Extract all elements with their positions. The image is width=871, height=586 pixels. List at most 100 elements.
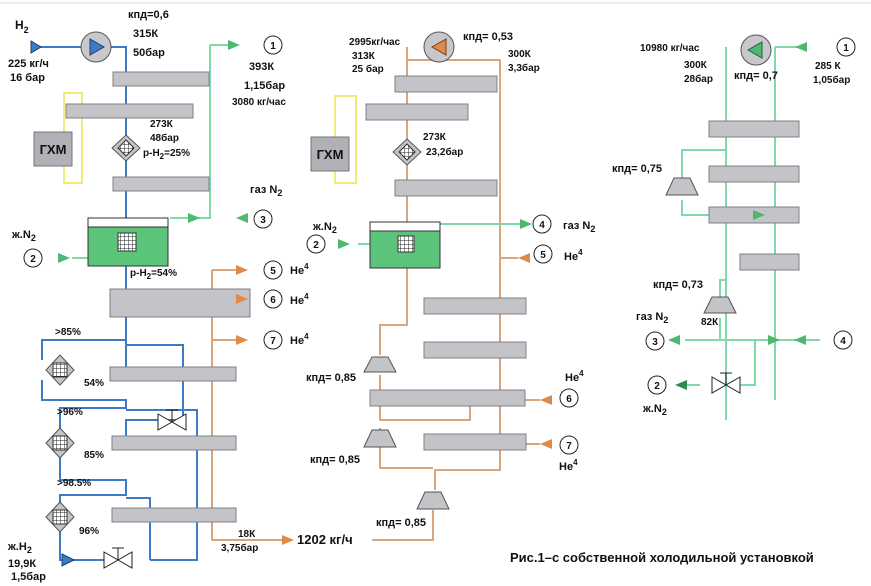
gas-n2-4-sub: 2 (590, 224, 595, 234)
para-h2-54: р-H2=54% (130, 268, 177, 281)
bath-grid-icon (117, 232, 137, 252)
liquid-h2: ж.H2 (7, 541, 32, 555)
node-label: 1 (843, 43, 849, 54)
turbine-expander-right-a (665, 177, 699, 196)
heat-exchanger (112, 176, 210, 192)
efficiency-06: кпд=0,6 (128, 9, 169, 21)
arrow-right-icon (236, 294, 248, 304)
para-h2-25: р-H2=25% (143, 148, 190, 161)
bath-top-left (87, 217, 169, 228)
ph2-54-text: р-H (130, 268, 147, 279)
liquid-n2-mid: ж.N2 (312, 221, 337, 235)
pressure-15: 1,5бар (11, 571, 46, 583)
h2-label: H2 (15, 18, 29, 35)
ortho-gt96: >96% (57, 407, 83, 418)
node-label: 6 (270, 295, 276, 306)
helium-6: He4 (290, 292, 309, 307)
gas-n2-4: газ N2 (563, 220, 595, 234)
zh-n2-mid-sub: 2 (332, 225, 337, 235)
flow-225: 225 кг/ч (8, 58, 49, 70)
heat-exchanger (65, 103, 194, 119)
arrow-left-icon (668, 335, 680, 345)
node-label: 4 (840, 336, 846, 347)
zh-h2-text: ж.H (7, 541, 27, 553)
gas-n2-r-sub: 2 (663, 315, 668, 325)
he4-6b-sup: 4 (579, 369, 584, 378)
heat-exchanger (423, 433, 527, 451)
node-circle (532, 214, 552, 234)
helium-7: He4 (290, 332, 309, 347)
heat-exchanger (423, 341, 527, 359)
converter-mid-grid-icon (398, 143, 416, 161)
turbine-expander-right-b (703, 296, 737, 314)
node-label: 3 (260, 215, 266, 226)
pressure-105: 1,05бар (813, 74, 850, 86)
helium-7b: He4 (559, 458, 578, 473)
temp-313: 313К (352, 51, 376, 62)
h2-text: H (15, 18, 24, 32)
turbine-expander-b (363, 429, 397, 448)
heat-exchanger (423, 297, 527, 315)
efficiency-07: кпд= 0,7 (734, 70, 778, 82)
pressure-50: 50бар (133, 47, 165, 59)
zh-n2-r-text: ж.N (642, 403, 662, 415)
heat-exchanger (109, 366, 237, 382)
pressure-232: 23,2бар (426, 146, 463, 158)
zh-n2-r-sub: 2 (662, 407, 667, 417)
heat-exchanger (111, 507, 237, 523)
efficiency-073: кпд= 0,73 (653, 279, 703, 291)
heat-exchanger (109, 288, 251, 318)
gxm-label-left: ГХМ (40, 142, 67, 157)
heat-exchanger (394, 75, 498, 93)
turbine-expander-c (416, 491, 450, 510)
he4-7-text: He (290, 335, 304, 347)
hydrogen-line-loop1 (125, 344, 184, 440)
node-label: 4 (539, 220, 545, 231)
temp-199: 19,9К (8, 558, 36, 570)
arrow-right-icon (228, 40, 240, 50)
ortho-gt85: >85% (55, 327, 81, 338)
nitrogen-loop-right-4 (680, 340, 756, 386)
temp-82: 82К (701, 317, 719, 328)
pct-96: 96% (79, 526, 99, 537)
node-label: 2 (30, 254, 36, 265)
arrow-right-icon (768, 335, 780, 345)
node-circle (833, 330, 853, 350)
bath-grid-icon (397, 235, 415, 253)
efficiency-075: кпд= 0,75 (612, 163, 662, 175)
pressure-33: 3,3бар (508, 62, 540, 74)
flow-3080: 3080 кг/час (232, 97, 286, 108)
helium-6b: He4 (565, 369, 584, 384)
temp-273b: 273К (423, 132, 447, 143)
node-label: 2 (654, 381, 660, 392)
node-circle (533, 244, 553, 264)
hydrogen-line-loop4 (126, 409, 198, 561)
pct-54: 54% (84, 378, 104, 389)
node-circle (263, 330, 283, 350)
node-circle (645, 331, 665, 351)
he4-5-text: He (290, 265, 304, 277)
ph2-25-sub: 2 (160, 152, 165, 161)
h2-sub: 2 (24, 25, 29, 35)
arrow-out-icon (61, 553, 76, 567)
figure-caption: Рис.1–с собственной холодильной установк… (510, 550, 814, 565)
helium-return-mid (372, 510, 434, 541)
gas-n2-r-text: газ N (636, 311, 663, 323)
flow-10980: 10980 кг/час (640, 43, 700, 54)
zh-h2-sub: 2 (27, 545, 32, 555)
arrow-left-icon (518, 253, 530, 263)
arrow-right-icon (520, 219, 532, 229)
arrow-right-icon (338, 239, 350, 249)
gxm-box-left (33, 131, 73, 167)
temp-393: 393К (249, 61, 274, 73)
gas-n2-right: газ N2 (636, 311, 668, 325)
arrow-right-icon (282, 535, 294, 545)
arrow-right-icon (236, 335, 248, 345)
zh-n2-left-text: ж.N (11, 229, 31, 241)
pressure-16: 16 бар (10, 72, 45, 84)
efficiency-085c: кпд= 0,85 (376, 517, 426, 529)
temp-273a: 273К (150, 119, 174, 130)
compressor-mid-icon (430, 38, 447, 56)
